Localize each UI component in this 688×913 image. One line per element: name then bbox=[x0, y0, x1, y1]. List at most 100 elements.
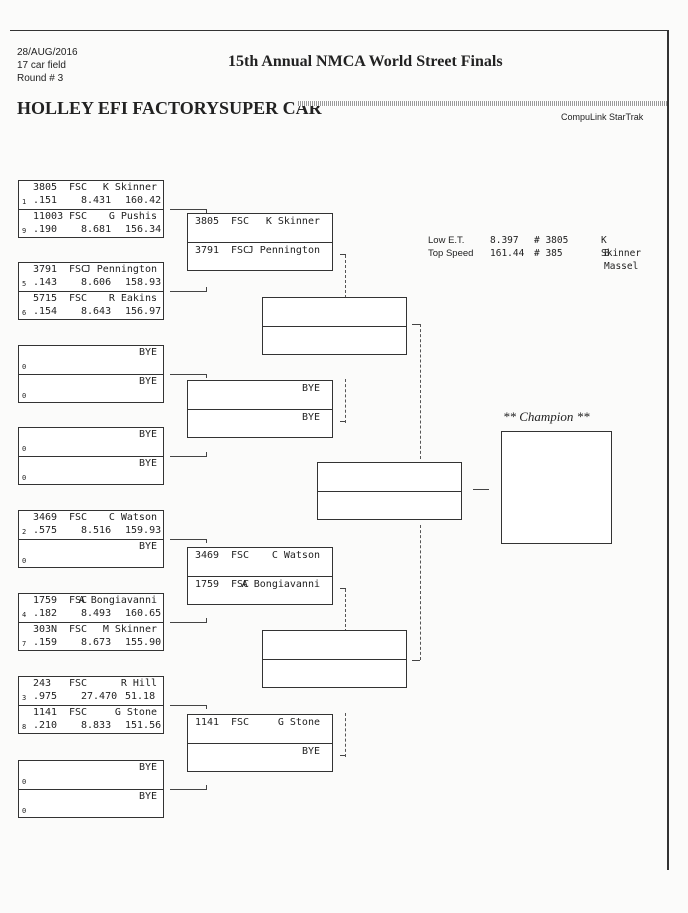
low-et-row: Low E.T. 8.397 # 3805 K Skinner bbox=[428, 234, 648, 259]
elapsed-time: 8.431 bbox=[81, 195, 112, 206]
champion-box bbox=[501, 431, 612, 544]
elapsed-time: 8.681 bbox=[81, 224, 112, 235]
car-class: FSC bbox=[69, 595, 88, 606]
matchup-box bbox=[262, 630, 407, 688]
low-et-car: # 3805 bbox=[534, 235, 569, 246]
driver-name: C Watson bbox=[271, 550, 320, 561]
speed: 155.90 bbox=[125, 637, 162, 648]
connector bbox=[345, 379, 346, 423]
connector bbox=[206, 209, 207, 213]
connector bbox=[170, 705, 207, 706]
field-size: 17 car field bbox=[17, 60, 66, 71]
car-class: FSC bbox=[69, 211, 88, 222]
elapsed-time: 27.470 bbox=[81, 691, 118, 702]
reaction-time: .143 bbox=[33, 277, 58, 288]
connector bbox=[170, 789, 207, 790]
top-speed-car: # 385 bbox=[534, 248, 563, 259]
car-number: 3469 bbox=[33, 512, 58, 523]
driver-name: J Pennington bbox=[247, 245, 320, 256]
elapsed-time: 8.673 bbox=[81, 637, 112, 648]
final-connector bbox=[473, 489, 489, 490]
connector bbox=[345, 713, 346, 757]
connector bbox=[206, 452, 207, 456]
car-number: 5715 bbox=[33, 293, 58, 304]
driver-name: A Bongiavanni bbox=[241, 579, 320, 590]
speed: 51.18 bbox=[125, 691, 156, 702]
driver-name: BYE bbox=[301, 412, 320, 423]
matchup-box: BYE BYE bbox=[187, 380, 333, 438]
seed-number: 0 bbox=[22, 445, 27, 453]
driver-name: C Watson bbox=[108, 512, 157, 523]
driver-name: BYE bbox=[138, 429, 157, 440]
car-number: 3791 bbox=[33, 264, 58, 275]
car-number: 1759 bbox=[195, 579, 220, 590]
entry bbox=[263, 298, 406, 326]
top-speed-label: Top Speed bbox=[428, 248, 474, 259]
car-number: 1141 bbox=[195, 717, 220, 728]
connector bbox=[170, 539, 207, 540]
reaction-time: .151 bbox=[33, 195, 58, 206]
car-number: 3805 bbox=[33, 182, 58, 193]
entry: BYE bbox=[188, 409, 332, 437]
event-info: 28/AUG/2016 17 car field Round # 3 bbox=[17, 46, 78, 85]
seed-number: 0 bbox=[22, 807, 27, 815]
car-number: 11003 bbox=[33, 211, 64, 222]
connector bbox=[170, 456, 207, 457]
event-date: 28/AUG/2016 bbox=[17, 47, 78, 58]
top-speed-driver: B Massel bbox=[604, 248, 639, 272]
connector bbox=[206, 618, 207, 622]
driver-name: BYE bbox=[138, 376, 157, 387]
low-et-label: Low E.T. bbox=[428, 235, 465, 246]
driver-name: R Eakins bbox=[108, 293, 157, 304]
driver-name: BYE bbox=[138, 762, 157, 773]
speed: 156.34 bbox=[125, 224, 162, 235]
connector bbox=[345, 589, 346, 637]
car-class: FSC bbox=[231, 550, 250, 561]
entry: BYE bbox=[188, 381, 332, 409]
final-box bbox=[317, 462, 462, 520]
top-speed-value: 161.44 bbox=[490, 248, 525, 259]
connector bbox=[340, 588, 346, 589]
connector bbox=[170, 209, 207, 210]
reaction-time: .210 bbox=[33, 720, 58, 731]
connector bbox=[340, 755, 346, 756]
reaction-time: .159 bbox=[33, 637, 58, 648]
speed: 158.93 bbox=[125, 277, 162, 288]
connector bbox=[420, 324, 421, 459]
driver-name: J Pennington bbox=[84, 264, 157, 275]
entry bbox=[263, 631, 406, 659]
reaction-time: .182 bbox=[33, 608, 58, 619]
car-class: FSC bbox=[69, 624, 88, 635]
speed: 160.42 bbox=[125, 195, 162, 206]
driver-name: R Hill bbox=[120, 678, 157, 689]
elapsed-time: 8.493 bbox=[81, 608, 112, 619]
car-number: 243 bbox=[33, 678, 52, 689]
car-class: FSC bbox=[69, 707, 88, 718]
entry bbox=[318, 463, 461, 491]
driver-name: A Bongiavanni bbox=[78, 595, 157, 606]
title-rule bbox=[298, 101, 670, 106]
driver-name: K Skinner bbox=[265, 216, 320, 227]
seed-number: 5 bbox=[22, 280, 27, 288]
reaction-time: .190 bbox=[33, 224, 58, 235]
elapsed-time: 8.643 bbox=[81, 306, 112, 317]
driver-name: M Skinner bbox=[102, 624, 157, 635]
connector bbox=[206, 785, 207, 789]
seed-number: 1 bbox=[22, 198, 27, 206]
connector bbox=[412, 660, 420, 661]
entry: BYE 0 bbox=[19, 761, 163, 789]
car-class: FSC bbox=[231, 579, 250, 590]
connector bbox=[345, 255, 346, 303]
seed-number: 0 bbox=[22, 778, 27, 786]
elapsed-time: 8.606 bbox=[81, 277, 112, 288]
